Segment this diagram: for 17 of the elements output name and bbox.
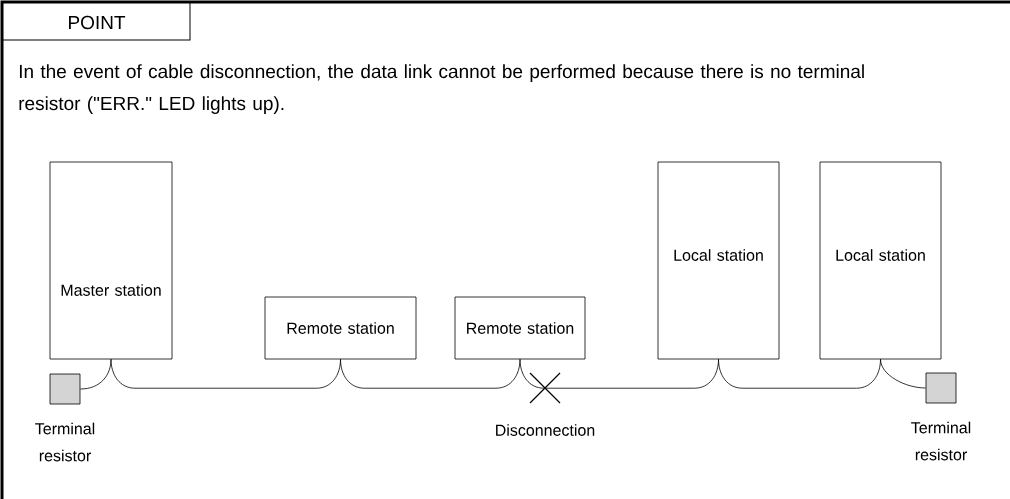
- cable: [880, 358, 926, 389]
- cable: [110, 358, 341, 389]
- tab-box: POINT: [1, 1, 191, 41]
- terminal-resistor: [925, 372, 957, 404]
- station-box: Local station: [657, 161, 780, 360]
- disconnection-label: Disconnection: [496, 424, 595, 436]
- station-box: Local station: [819, 161, 942, 360]
- terminal-resistor: [49, 373, 81, 405]
- cable: [718, 358, 881, 389]
- note-text: In the event of cable disconnection, the data link cannot be performed because there is no terminal resistor ("ERR." LED lights up).: [19, 64, 864, 114]
- station-box: Master station: [49, 161, 173, 360]
- cable: [519, 358, 719, 389]
- cable: [340, 358, 521, 389]
- resistor-label: Terminal resistor: [35, 422, 95, 462]
- station-box: Remote station: [264, 296, 417, 360]
- resistor-label: Terminal resistor: [911, 421, 971, 461]
- station-box: Remote station: [454, 296, 586, 360]
